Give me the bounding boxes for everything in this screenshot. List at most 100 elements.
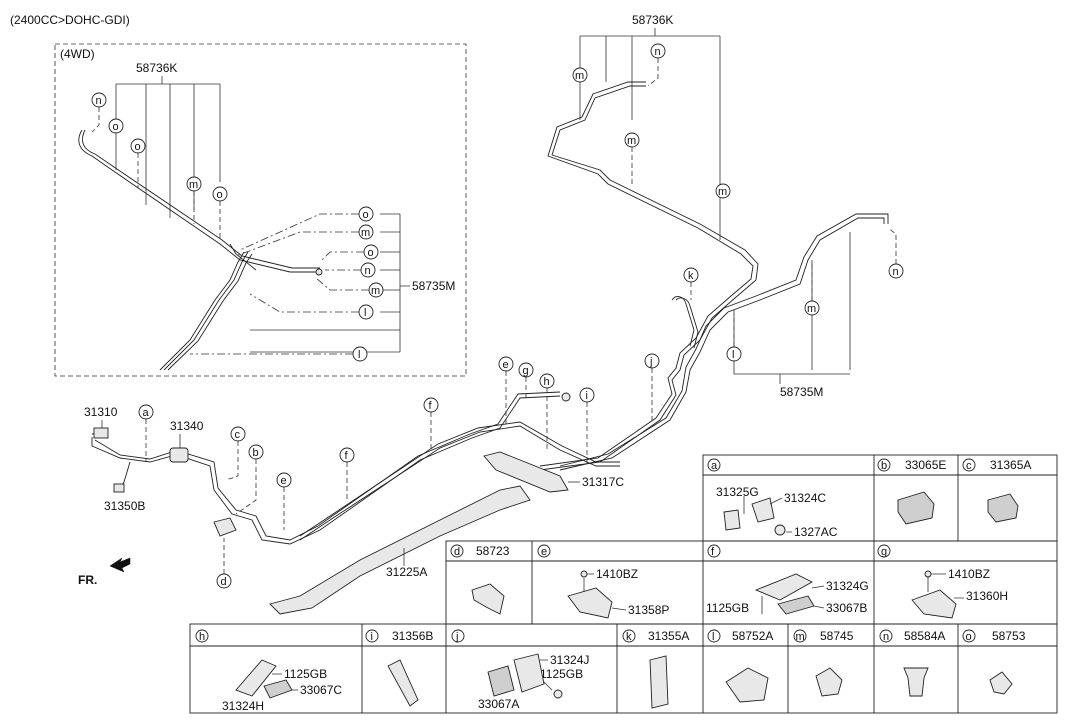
svg-text:h: h: [544, 376, 550, 388]
svg-text:f: f: [429, 400, 433, 412]
inset-callout-n: n: [91, 92, 107, 108]
svg-text:m: m: [575, 70, 584, 82]
svg-text:33067A: 33067A: [478, 697, 519, 711]
table-cell-m: m 58745: [793, 629, 854, 697]
svg-text:i: i: [371, 631, 373, 643]
grommet-33065e: [897, 491, 935, 525]
front-arrow-icon: [109, 557, 131, 573]
svg-text:33065E: 33065E: [905, 458, 946, 472]
svg-text:i: i: [586, 390, 588, 402]
part-31350b: 31350B: [104, 499, 145, 513]
clip-31360h: [911, 589, 957, 619]
part-31317c: 31317C: [582, 475, 624, 489]
svg-text:k: k: [688, 270, 694, 282]
table-cell-n: n 58584A: [879, 629, 945, 697]
clip-58584a: [903, 667, 929, 697]
svg-text:31360H: 31360H: [966, 589, 1008, 603]
svg-text:m: m: [718, 186, 727, 198]
clip-58723: [213, 517, 237, 537]
inset-callout-m2: m: [358, 224, 374, 240]
clip-58723-detail: [471, 583, 505, 615]
grommet-33067b: [777, 595, 815, 615]
svg-text:1125GB: 1125GB: [284, 667, 327, 681]
svg-text:b: b: [881, 460, 887, 472]
svg-text:d: d: [454, 546, 460, 558]
table-cell-i: i 31356B: [365, 629, 433, 707]
svg-text:e: e: [503, 359, 509, 371]
clip-31358p: [567, 587, 613, 619]
svg-text:m: m: [807, 303, 816, 315]
svg-text:58584A: 58584A: [904, 629, 945, 643]
bracket-31324h: [235, 659, 277, 697]
inset-callout-o4: o: [358, 206, 374, 222]
table-cell-c: c 31365A: [962, 458, 1031, 523]
svg-text:n: n: [883, 631, 889, 643]
callout-g: g: [518, 362, 534, 378]
svg-text:f: f: [345, 450, 349, 462]
svg-text:m: m: [796, 631, 805, 643]
svg-text:o: o: [966, 631, 972, 643]
svg-text:31365A: 31365A: [990, 458, 1031, 472]
inset-part-58736k: 58736K: [136, 61, 177, 75]
grommet-31365a: [987, 493, 1019, 523]
part-31340: 31340: [170, 419, 204, 433]
svg-text:1327AC: 1327AC: [794, 525, 838, 539]
table-cell-l: l 58752A: [707, 629, 773, 703]
main-lower-routing: 31310 a 31340 31350B c b e f f e g h i j: [78, 353, 660, 615]
clip-58752a: [725, 667, 769, 703]
callout-f1: f: [339, 447, 355, 463]
part-58736k-top: 58736K: [632, 13, 673, 27]
callout-e-left: e: [276, 472, 292, 488]
svg-text:31324H: 31324H: [222, 699, 264, 713]
callout-m-top2: m: [624, 132, 640, 148]
main-upper-routing: 58736K n m m m k n m l 58735M: [539, 13, 904, 471]
callout-l-right: l: [726, 346, 742, 362]
table-cell-e: e 1410BZ 31358P: [537, 544, 669, 619]
svg-text:1410BZ: 1410BZ: [596, 567, 638, 581]
engine-spec-label: (2400CC>DOHC-GDI): [10, 13, 130, 27]
bracket-31324c: [751, 497, 775, 523]
svg-text:33067B: 33067B: [826, 601, 867, 615]
callout-h: h: [539, 373, 555, 389]
grommet-33067a: [487, 665, 515, 697]
svg-text:31324J: 31324J: [550, 653, 589, 667]
inset-callout-o2: o: [130, 138, 146, 154]
bracket-31325g: [723, 509, 741, 531]
svg-text:o: o: [368, 247, 374, 259]
callout-m-top3: m: [715, 183, 731, 199]
protector-31317c: [483, 451, 569, 493]
svg-text:o: o: [135, 141, 141, 153]
svg-text:l: l: [712, 631, 714, 643]
grommet-33067c: [263, 679, 293, 699]
callout-m-top1: m: [572, 67, 588, 83]
clip-31355a: [649, 655, 669, 709]
svg-text:1125GB: 1125GB: [540, 667, 583, 681]
part-31225a: 31225A: [386, 565, 427, 579]
svg-text:m: m: [361, 227, 370, 239]
bracket-31324j: [513, 653, 545, 693]
clip-58753: [989, 671, 1013, 695]
svg-text:58752A: 58752A: [732, 629, 773, 643]
svg-text:l: l: [732, 349, 734, 361]
svg-text:g: g: [523, 365, 529, 377]
svg-text:m: m: [189, 179, 198, 191]
svg-text:l: l: [364, 307, 366, 319]
callout-e-mid: e: [498, 356, 514, 372]
svg-text:e: e: [541, 546, 547, 558]
svg-text:n: n: [365, 265, 371, 277]
svg-text:m: m: [371, 285, 380, 297]
svg-text:d: d: [221, 576, 227, 588]
clip-58745: [815, 667, 843, 697]
nut-1327ac: [774, 524, 786, 536]
svg-text:c: c: [235, 429, 241, 441]
svg-text:31358P: 31358P: [628, 603, 669, 617]
callout-m-right: m: [804, 300, 820, 316]
callout-n-top: n: [650, 43, 666, 59]
svg-text:58723: 58723: [476, 544, 510, 558]
inset-label: (4WD): [60, 47, 95, 61]
svg-text:m: m: [627, 135, 636, 147]
part-58735m-main: 58735M: [780, 385, 823, 399]
inset-callout-n2: n: [360, 262, 376, 278]
svg-text:a: a: [143, 407, 150, 419]
